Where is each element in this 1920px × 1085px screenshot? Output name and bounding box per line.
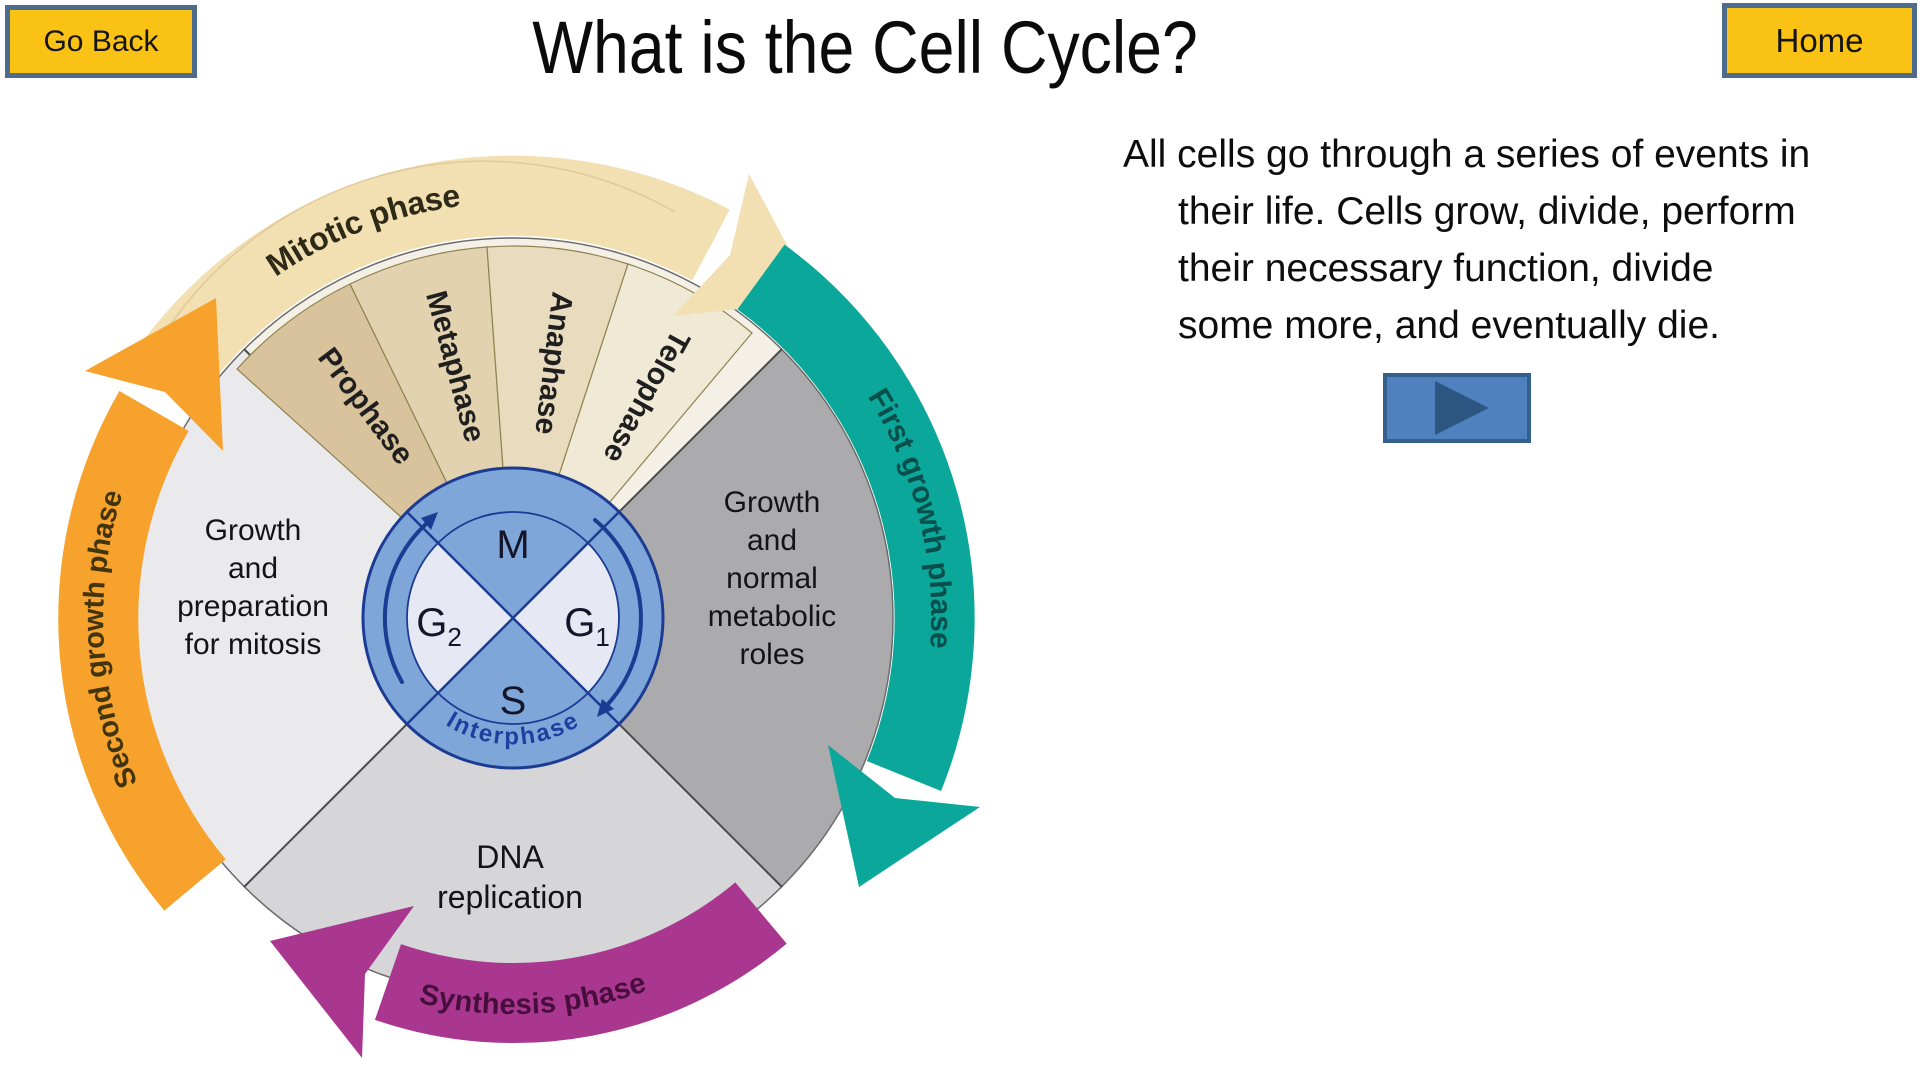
phase-letters: M G1 G2 S: [416, 523, 610, 723]
first-growth-arrow: [737, 244, 980, 887]
right-line: normal: [726, 562, 818, 595]
quadrant-bottom-dna: [244, 618, 782, 999]
quadrant-left-growth: [132, 349, 513, 887]
bottom-line: replication: [437, 879, 583, 915]
right-quadrant-text: Growth and normal metabolic roles: [708, 486, 836, 671]
right-line: and: [747, 524, 797, 557]
center-divider-x: [406, 511, 620, 725]
ccw-arrowhead-left: [421, 512, 438, 530]
intro-line: some more, and eventually die.: [1178, 304, 1720, 347]
play-triangle-icon: [1435, 381, 1489, 435]
center-circle: M G1 G2 S Interphase: [361, 466, 665, 770]
home-label: Home: [1775, 21, 1864, 59]
s-phase-label: S: [500, 679, 527, 723]
inner-circle-outline: [406, 511, 620, 725]
synthesis-arrowhead: [270, 906, 414, 1058]
intro-line: their necessary function, divide: [1178, 247, 1714, 290]
home-button[interactable]: Home: [1722, 3, 1917, 78]
cycle-direction-arrows: [382, 518, 643, 706]
intro-line: their life. Cells grow, divide, perform: [1178, 190, 1796, 233]
m-phase-label: M: [496, 523, 529, 567]
g2-phase-label: G2: [416, 601, 462, 652]
g2-wedge: [406, 543, 513, 693]
right-line: metabolic: [708, 600, 836, 633]
page-title: What is the Cell Cycle?: [532, 6, 1198, 89]
go-back-label: Go Back: [43, 24, 159, 58]
left-line: preparation: [177, 590, 329, 623]
left-quadrant-text: Growth and preparation for mitosis: [177, 514, 329, 661]
intro-paragraph: All cells go through a series of events …: [1123, 126, 1920, 354]
left-line: Growth: [205, 514, 302, 547]
intro-line: All cells go through a series of events …: [1123, 133, 1811, 176]
left-line: for mitosis: [185, 628, 322, 661]
go-back-button[interactable]: Go Back: [5, 5, 197, 78]
mitotic-fan: [236, 245, 753, 519]
right-line: roles: [739, 638, 804, 671]
second-growth-arrowhead: [85, 298, 223, 451]
g1-phase-label: G1: [564, 601, 610, 652]
play-button[interactable]: [1383, 373, 1531, 443]
bottom-quadrant-text: DNA replication: [437, 839, 583, 915]
cw-arrowhead-right: [597, 699, 614, 717]
cell-cycle-svg: Mitotic phase First growth phase Synthes…: [58, 155, 980, 1058]
right-line: Growth: [724, 486, 821, 519]
second-growth-arrow: [58, 298, 226, 911]
g1-wedge: [513, 543, 620, 693]
bottom-line: DNA: [476, 839, 544, 875]
first-growth-arrowhead: [828, 745, 980, 887]
cell-cycle-diagram: Mitotic phase First growth phase Synthes…: [35, 120, 995, 1080]
left-line: and: [228, 552, 278, 585]
synthesis-arrow: [270, 882, 787, 1058]
